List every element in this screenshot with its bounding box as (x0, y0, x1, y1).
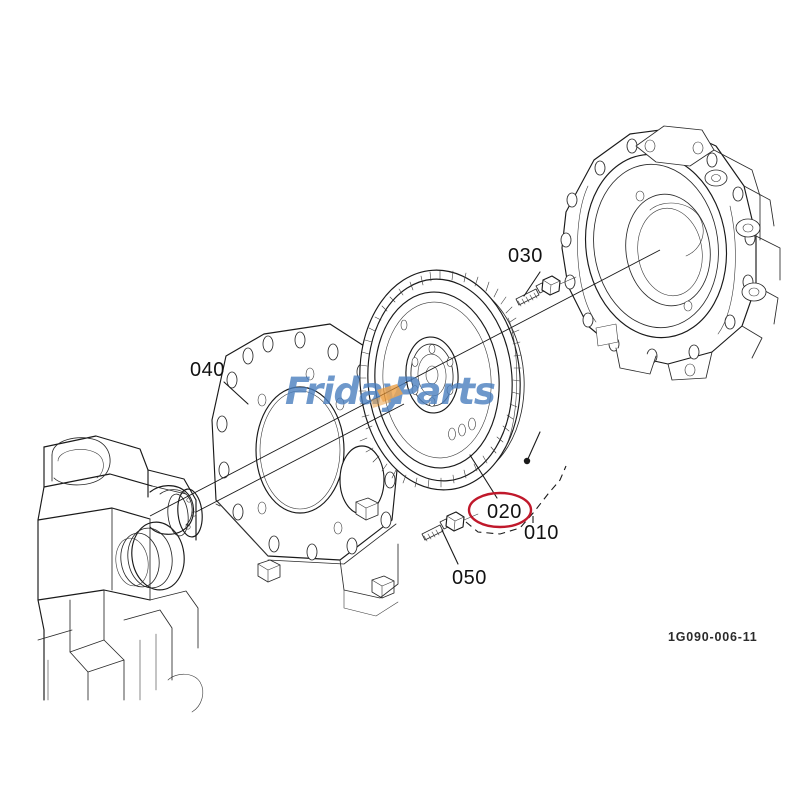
leader-lines (223, 271, 541, 565)
drawing-code: 1G090-006-11 (668, 630, 758, 644)
assembly-group-bracket (465, 465, 567, 535)
callout-label-010[interactable]: 010 (524, 522, 559, 544)
adapter-plate-boss-right (371, 575, 395, 599)
housing-boss-top (704, 169, 728, 187)
callout-label-040[interactable]: 040 (190, 359, 225, 381)
bolt-050 (421, 511, 479, 542)
callout-label-050[interactable]: 050 (452, 567, 487, 589)
adapter-plate-boss-upper (355, 497, 379, 521)
flywheel-assembly (358, 269, 525, 491)
housing-boss-mid (741, 282, 767, 302)
housing-boss-upper (735, 218, 761, 238)
clutch-bell-housing (560, 125, 781, 381)
bolt-030 (515, 275, 577, 307)
adapter-plate (211, 323, 401, 617)
assembly-axis-line (149, 249, 661, 517)
highlight-ellipse-020 (467, 491, 533, 529)
adapter-plate-boss-lower (257, 559, 281, 583)
engine-block (37, 435, 204, 713)
leader-dot-010 (523, 457, 531, 465)
ring-gear-teeth (358, 269, 522, 489)
callout-label-020[interactable]: 020 (487, 501, 522, 523)
callout-label-030[interactable]: 030 (508, 245, 543, 267)
